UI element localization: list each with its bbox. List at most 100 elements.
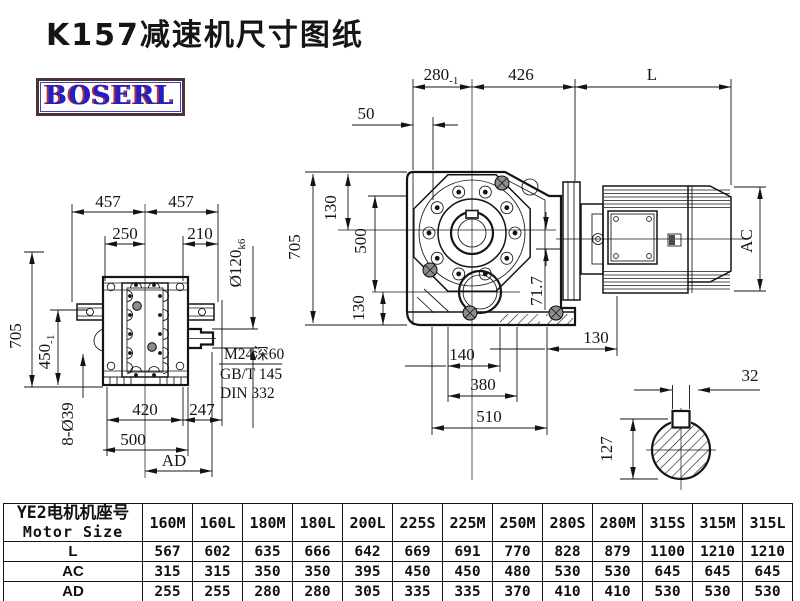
cell: 335 <box>392 581 443 601</box>
bolt-scallops <box>126 282 169 377</box>
col-160M: 160M <box>142 503 193 542</box>
dim-32: 32 <box>742 366 759 385</box>
dim-130-upper: 130 <box>321 195 340 221</box>
motor-size-header: YE2电机机座号 Motor Size <box>3 503 143 542</box>
shaft-cross-section: 32 127 <box>597 366 760 490</box>
flange-bolt-holes <box>422 185 522 281</box>
cell: 280 <box>292 581 343 601</box>
cell: 645 <box>642 561 693 582</box>
cell: 1210 <box>692 541 743 562</box>
cell: 480 <box>492 561 543 582</box>
dim-380: 380 <box>470 375 496 394</box>
col-180M: 180M <box>242 503 293 542</box>
brand-logo-text: BOSERL <box>45 81 175 111</box>
col-280S: 280S <box>542 503 593 542</box>
cell: 691 <box>442 541 493 562</box>
cell: 450 <box>442 561 493 582</box>
dim-71-7: 71.7 <box>527 276 546 306</box>
cell: 530 <box>542 561 593 582</box>
table-row-L: L 567 602 635 666 642 669 691 770 828 87… <box>3 541 793 562</box>
cell: 305 <box>342 581 393 601</box>
cell: 1210 <box>742 541 793 562</box>
col-200L: 200L <box>342 503 393 542</box>
cell: 315 <box>192 561 243 582</box>
brand-logo: BOSERL <box>36 78 185 117</box>
dim-210: 210 <box>187 224 213 243</box>
dim-457-right: 457 <box>168 192 194 211</box>
cell: 828 <box>542 541 593 562</box>
col-180L: 180L <box>292 503 343 542</box>
cell: 879 <box>592 541 643 562</box>
motor-size-table: YE2电机机座号 Motor Size 160M 160L 180M 180L … <box>3 503 793 601</box>
note-m24: M24深60 <box>224 345 285 363</box>
cell: 530 <box>592 561 643 582</box>
row-label-AD: AD <box>3 581 143 601</box>
cell: 645 <box>742 561 793 582</box>
motor <box>556 185 748 294</box>
terminal-box <box>607 210 658 265</box>
cell: 410 <box>592 581 643 601</box>
dim-AC: AC <box>737 229 756 253</box>
cell: 530 <box>642 581 693 601</box>
cell: 1100 <box>642 541 693 562</box>
dim-L: L <box>647 65 657 84</box>
dim-457-left: 457 <box>95 192 121 211</box>
header-en: Motor Size <box>22 522 124 541</box>
col-160L: 160L <box>192 503 243 542</box>
cell: 350 <box>292 561 343 582</box>
table-row-AD: AD 255 255 280 280 305 335 335 370 410 4… <box>3 581 793 601</box>
dim-280: 280-1 <box>424 65 459 87</box>
dim-426: 426 <box>508 65 534 84</box>
housing-bolts <box>422 175 564 321</box>
dim-500-front: 500 <box>120 430 146 449</box>
dim-450: 450-1 <box>35 335 57 370</box>
cell: 635 <box>242 541 293 562</box>
col-225M: 225M <box>442 503 493 542</box>
cell: 669 <box>392 541 443 562</box>
dim-AD: AD <box>162 451 187 470</box>
dim-phi120k6: Ø120k6 <box>226 238 248 287</box>
cell: 335 <box>442 581 493 601</box>
cell: 350 <box>242 561 293 582</box>
front-view-dimensions: 457 457 250 210 705 450-1 8-Ø39 420 247 … <box>6 192 285 477</box>
cell: 602 <box>192 541 243 562</box>
cell: 410 <box>542 581 593 601</box>
cell: 255 <box>192 581 243 601</box>
table-row-AC: AC 315 315 350 350 395 450 450 480 530 5… <box>3 561 793 582</box>
dim-510: 510 <box>476 407 502 426</box>
row-label-L: L <box>3 541 143 562</box>
dim-247: 247 <box>189 400 215 419</box>
col-315M: 315M <box>692 503 743 542</box>
dim-130-lower: 130 <box>349 295 368 321</box>
col-280M: 280M <box>592 503 643 542</box>
cell: 567 <box>142 541 193 562</box>
col-315L: 315L <box>742 503 793 542</box>
table-header-row: YE2电机机座号 Motor Size 160M 160L 180M 180L … <box>3 503 793 542</box>
cell: 315 <box>142 561 193 582</box>
dim-130-motor: 130 <box>583 328 609 347</box>
dim-8xd39: 8-Ø39 <box>58 402 77 445</box>
header-cn: YE2电机机座号 <box>16 503 130 523</box>
technical-drawing: 457 457 250 210 705 450-1 8-Ø39 420 247 … <box>6 65 766 490</box>
dim-250: 250 <box>112 224 138 243</box>
cell: 530 <box>742 581 793 601</box>
note-gbt145: GB/T 145 <box>220 366 282 383</box>
front-view <box>76 204 216 478</box>
cell: 450 <box>392 561 443 582</box>
cell: 395 <box>342 561 393 582</box>
cell: 280 <box>242 581 293 601</box>
col-315S: 315S <box>642 503 693 542</box>
cell: 530 <box>692 581 743 601</box>
page-title: K157减速机尺寸图纸 <box>46 18 364 53</box>
motor-fins <box>604 189 730 290</box>
cell: 255 <box>142 581 193 601</box>
side-view-dimensions: 280-1 426 L 50 705 130 500 130 140 380 5… <box>285 65 766 435</box>
cell: 370 <box>492 581 543 601</box>
cell: 642 <box>342 541 393 562</box>
dim-140: 140 <box>449 345 475 364</box>
note-din332: DIN 332 <box>220 385 275 402</box>
dim-500-side: 500 <box>351 228 370 254</box>
dim-127: 127 <box>597 436 616 462</box>
row-label-AC: AC <box>3 561 143 582</box>
